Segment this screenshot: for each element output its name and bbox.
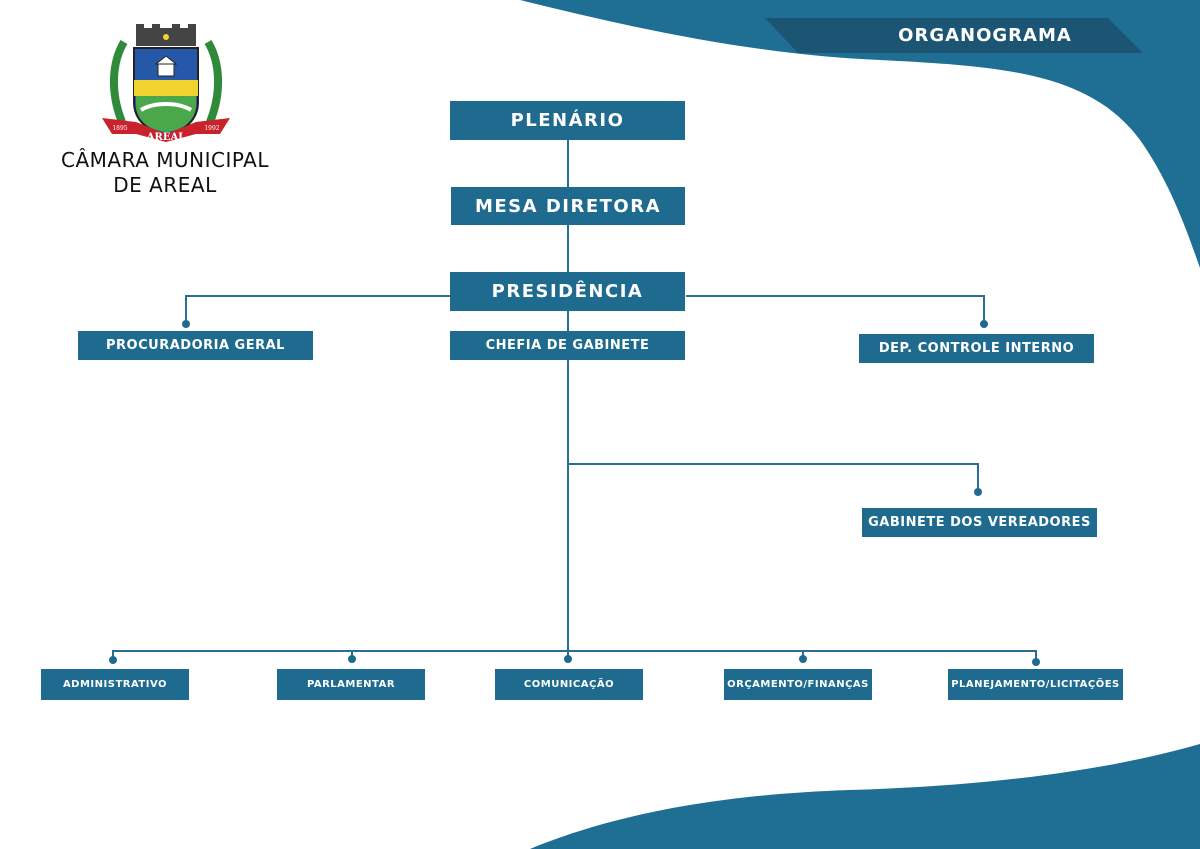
node-gabinete-dos-vereadores: GABINETE DOS VEREADORES	[862, 508, 1097, 537]
node-dot-planejamento	[1032, 658, 1040, 666]
institution-name: CÂMARA MUNICIPAL DE AREAL	[30, 148, 300, 198]
node-mesa-diretora: MESA DIRETORA	[451, 187, 685, 225]
node-dot-parlamentar	[348, 655, 356, 663]
node-dot-orcamento	[799, 655, 807, 663]
node-dot-gabinete-vereadores	[974, 488, 982, 496]
crest-year-right: 1992	[204, 125, 219, 132]
chart-title: ORGANOGRAMA	[898, 25, 1072, 46]
crest-ribbon-text: AREAL	[146, 132, 185, 143]
title-banner	[765, 18, 1143, 53]
node-procuradoria-geral: PROCURADORIA GERAL	[78, 331, 313, 360]
node-administrativo: ADMINISTRATIVO	[41, 669, 189, 700]
connector-gabinete-vereadores	[568, 463, 979, 492]
bottom-right-wave	[530, 744, 1200, 849]
top-right-wave	[520, 0, 1200, 268]
municipal-crest-logo: AREAL 1895 1992	[102, 24, 230, 143]
node-orcamento-financas: ORÇAMENTO/FINANÇAS	[724, 669, 872, 700]
institution-name-line1: CÂMARA MUNICIPAL	[61, 148, 269, 172]
node-presidencia: PRESIDÊNCIA	[450, 272, 685, 311]
connector-controle-interno	[686, 295, 985, 323]
crest-year-left: 1895	[112, 125, 127, 132]
node-comunicacao: COMUNICAÇÃO	[495, 669, 643, 700]
connector-departments	[112, 650, 1037, 660]
node-dot-comunicacao	[564, 655, 572, 663]
institution-name-line2: DE AREAL	[113, 173, 217, 197]
node-dot-administrativo	[109, 656, 117, 664]
node-parlamentar: PARLAMENTAR	[277, 669, 425, 700]
node-dot-controle-interno	[980, 320, 988, 328]
node-dep-controle-interno: DEP. CONTROLE INTERNO	[859, 334, 1094, 363]
connector-procuradoria	[185, 295, 450, 323]
node-planejamento-licitacoes: PLANEJAMENTO/LICITAÇÕES	[948, 669, 1123, 700]
node-plenario: PLENÁRIO	[450, 101, 685, 140]
node-dot-procuradoria	[182, 320, 190, 328]
node-chefia-de-gabinete: CHEFIA DE GABINETE	[450, 331, 685, 360]
